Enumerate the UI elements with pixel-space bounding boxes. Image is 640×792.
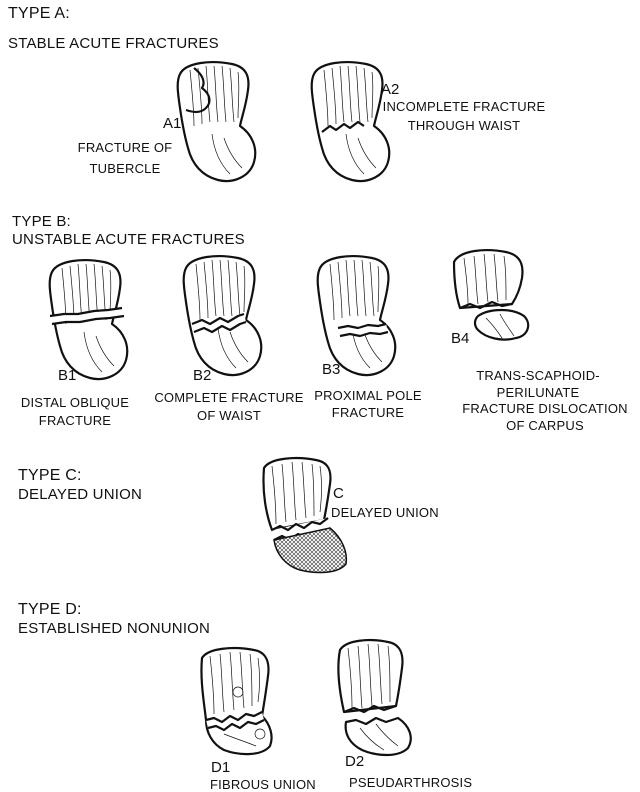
label-b2: B2 [193,368,211,383]
type-d-subtitle: ESTABLISHED NONUNION [18,621,210,636]
caption-a2-line1: INCOMPLETE FRACTURE [383,100,546,113]
label-b4: B4 [451,331,469,346]
caption-a1-line2: TUBERCLE [90,162,161,175]
label-a1: A1 [163,116,181,131]
caption-b4-line2: PERILUNATE [497,386,580,399]
label-a2: A2 [381,82,399,97]
type-a-title: TYPE A: [8,6,70,22]
caption-b2-line2: OF WAIST [197,409,261,422]
caption-d2-line1: PSEUDARTHROSIS [349,776,472,789]
caption-c-line1: DELAYED UNION [331,506,439,519]
type-c-title: TYPE C: [18,468,82,484]
caption-b3-line2: FRACTURE [332,406,404,419]
caption-a1-line1: FRACTURE OF [78,141,173,154]
caption-b2-line1: COMPLETE FRACTURE [154,391,303,404]
caption-d1-line1: FIBROUS UNION [210,778,316,791]
label-b3: B3 [322,362,340,377]
caption-a2-line2: THROUGH WAIST [408,119,521,132]
type-b-title: TYPE B: [12,214,71,229]
bone-a2-incomplete-waist-fracture [306,60,396,190]
type-a-subtitle: STABLE ACUTE FRACTURES [8,36,219,51]
label-d1: D1 [211,760,230,775]
caption-b4-line1: TRANS-SCAPHOID- [476,369,600,382]
bone-b2-complete-waist-fracture [178,254,268,384]
type-b-subtitle: UNSTABLE ACUTE FRACTURES [12,232,245,247]
bone-d1-fibrous-union [194,646,284,758]
bone-a1-tubercle-fracture [172,60,262,190]
label-d2: D2 [345,754,364,769]
label-c: C [333,486,344,501]
caption-b4-line4: OF CARPUS [506,419,584,432]
caption-b3-line1: PROXIMAL POLE [314,389,422,402]
caption-b1-line2: FRACTURE [39,414,111,427]
type-c-subtitle: DELAYED UNION [18,487,142,502]
caption-b1-line1: DISTAL OBLIQUE [21,396,129,409]
type-d-title: TYPE D: [18,602,82,618]
bone-d2-pseudarthrosis [326,640,416,760]
caption-b4-line3: FRACTURE DISLOCATION [462,402,628,415]
label-b1: B1 [58,368,76,383]
